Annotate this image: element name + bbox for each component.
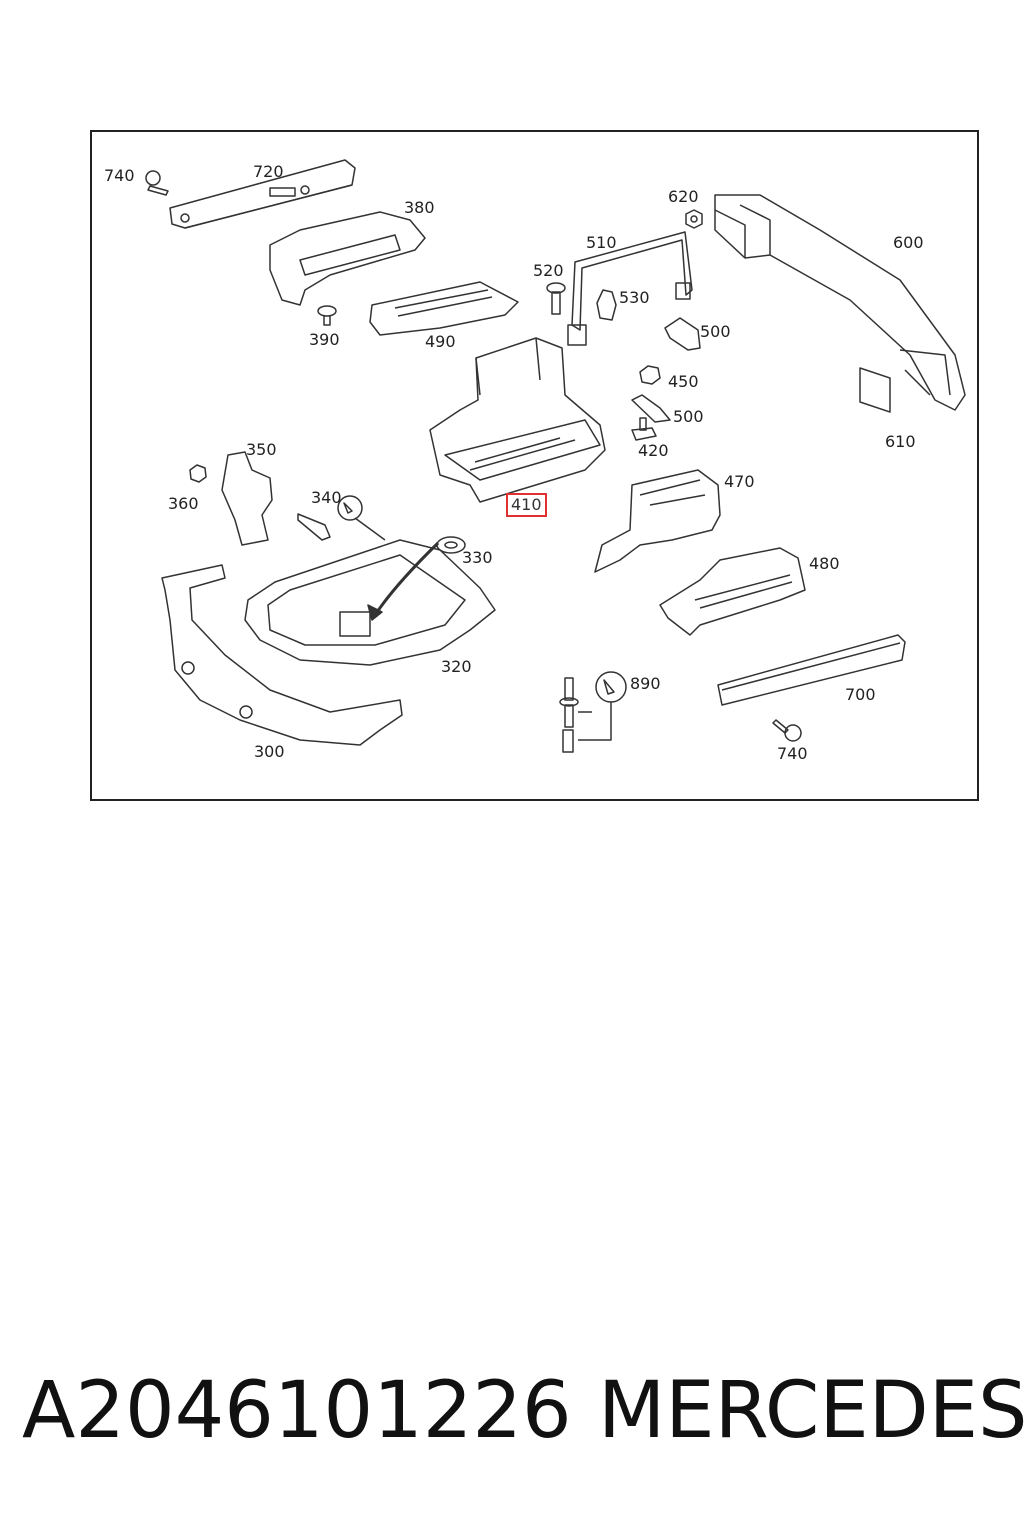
- callout-740-bottom: 740: [777, 744, 808, 763]
- part-480-plate-illustration: [659, 547, 806, 636]
- callout-490: 490: [425, 332, 456, 351]
- part-600-beam-illustration: [714, 194, 966, 411]
- brand-name: MERCEDES: [598, 1366, 1024, 1456]
- part-450-nut-illustration: [639, 365, 661, 385]
- part-610-plate-illustration: [859, 367, 891, 413]
- part-340-tool-illustration: [297, 495, 386, 541]
- callout-350: 350: [246, 440, 277, 459]
- part-350-bracket-illustration: [221, 451, 273, 546]
- callout-720: 720: [253, 162, 284, 181]
- callout-360: 360: [168, 494, 199, 513]
- part-740-screw-illustration: [145, 170, 169, 196]
- part-530-clip-illustration: [596, 289, 617, 321]
- part-number: A2046101226: [22, 1366, 572, 1456]
- part-390-fastener-illustration: [317, 305, 337, 326]
- part-740-screw-bottom-illustration: [772, 719, 802, 742]
- callout-300: 300: [254, 742, 285, 761]
- callout-500-bottom: 500: [673, 407, 704, 426]
- callout-320: 320: [441, 657, 472, 676]
- callout-450: 450: [668, 372, 699, 391]
- part-420-stud-illustration: [631, 417, 657, 441]
- callout-530: 530: [619, 288, 650, 307]
- callout-340: 340: [311, 488, 342, 507]
- part-300-rear-panel-illustration: [161, 564, 403, 746]
- callout-610: 610: [885, 432, 916, 451]
- part-720-cross-member-illustration: [169, 159, 356, 229]
- part-490-plate-illustration: [369, 281, 519, 336]
- callout-390: 390: [309, 330, 340, 349]
- part-620-nut-illustration: [685, 209, 703, 229]
- callout-420: 420: [638, 441, 669, 460]
- part-410-tray-illustration: [429, 337, 606, 503]
- part-320-spare-wheel-well-illustration: [244, 539, 496, 666]
- callout-700: 700: [845, 685, 876, 704]
- callout-740-top: 740: [104, 166, 135, 185]
- diagram-frame: [90, 130, 979, 801]
- callout-470: 470: [724, 472, 755, 491]
- part-700-bar-illustration: [717, 634, 906, 706]
- part-510-strap-illustration: [567, 231, 693, 346]
- callout-arrow-330: [373, 541, 440, 616]
- part-500-clip-top-illustration: [664, 317, 701, 351]
- part-520-bolt-illustration: [546, 282, 566, 315]
- part-500-clip-bottom-illustration: [631, 394, 671, 423]
- callout-330: 330: [462, 548, 493, 567]
- callout-520: 520: [533, 261, 564, 280]
- callout-410-highlighted[interactable]: 410: [506, 493, 547, 517]
- callout-600: 600: [893, 233, 924, 252]
- part-470-bracket-illustration: [594, 469, 721, 573]
- callout-890: 890: [630, 674, 661, 693]
- part-360-nut-illustration: [189, 464, 207, 483]
- callout-500-top: 500: [700, 322, 731, 341]
- callout-510: 510: [586, 233, 617, 252]
- part-890-bolts-illustration: [559, 671, 627, 753]
- part-380-bracket-illustration: [269, 211, 426, 306]
- callout-380: 380: [404, 198, 435, 217]
- callout-480: 480: [809, 554, 840, 573]
- callout-620: 620: [668, 187, 699, 206]
